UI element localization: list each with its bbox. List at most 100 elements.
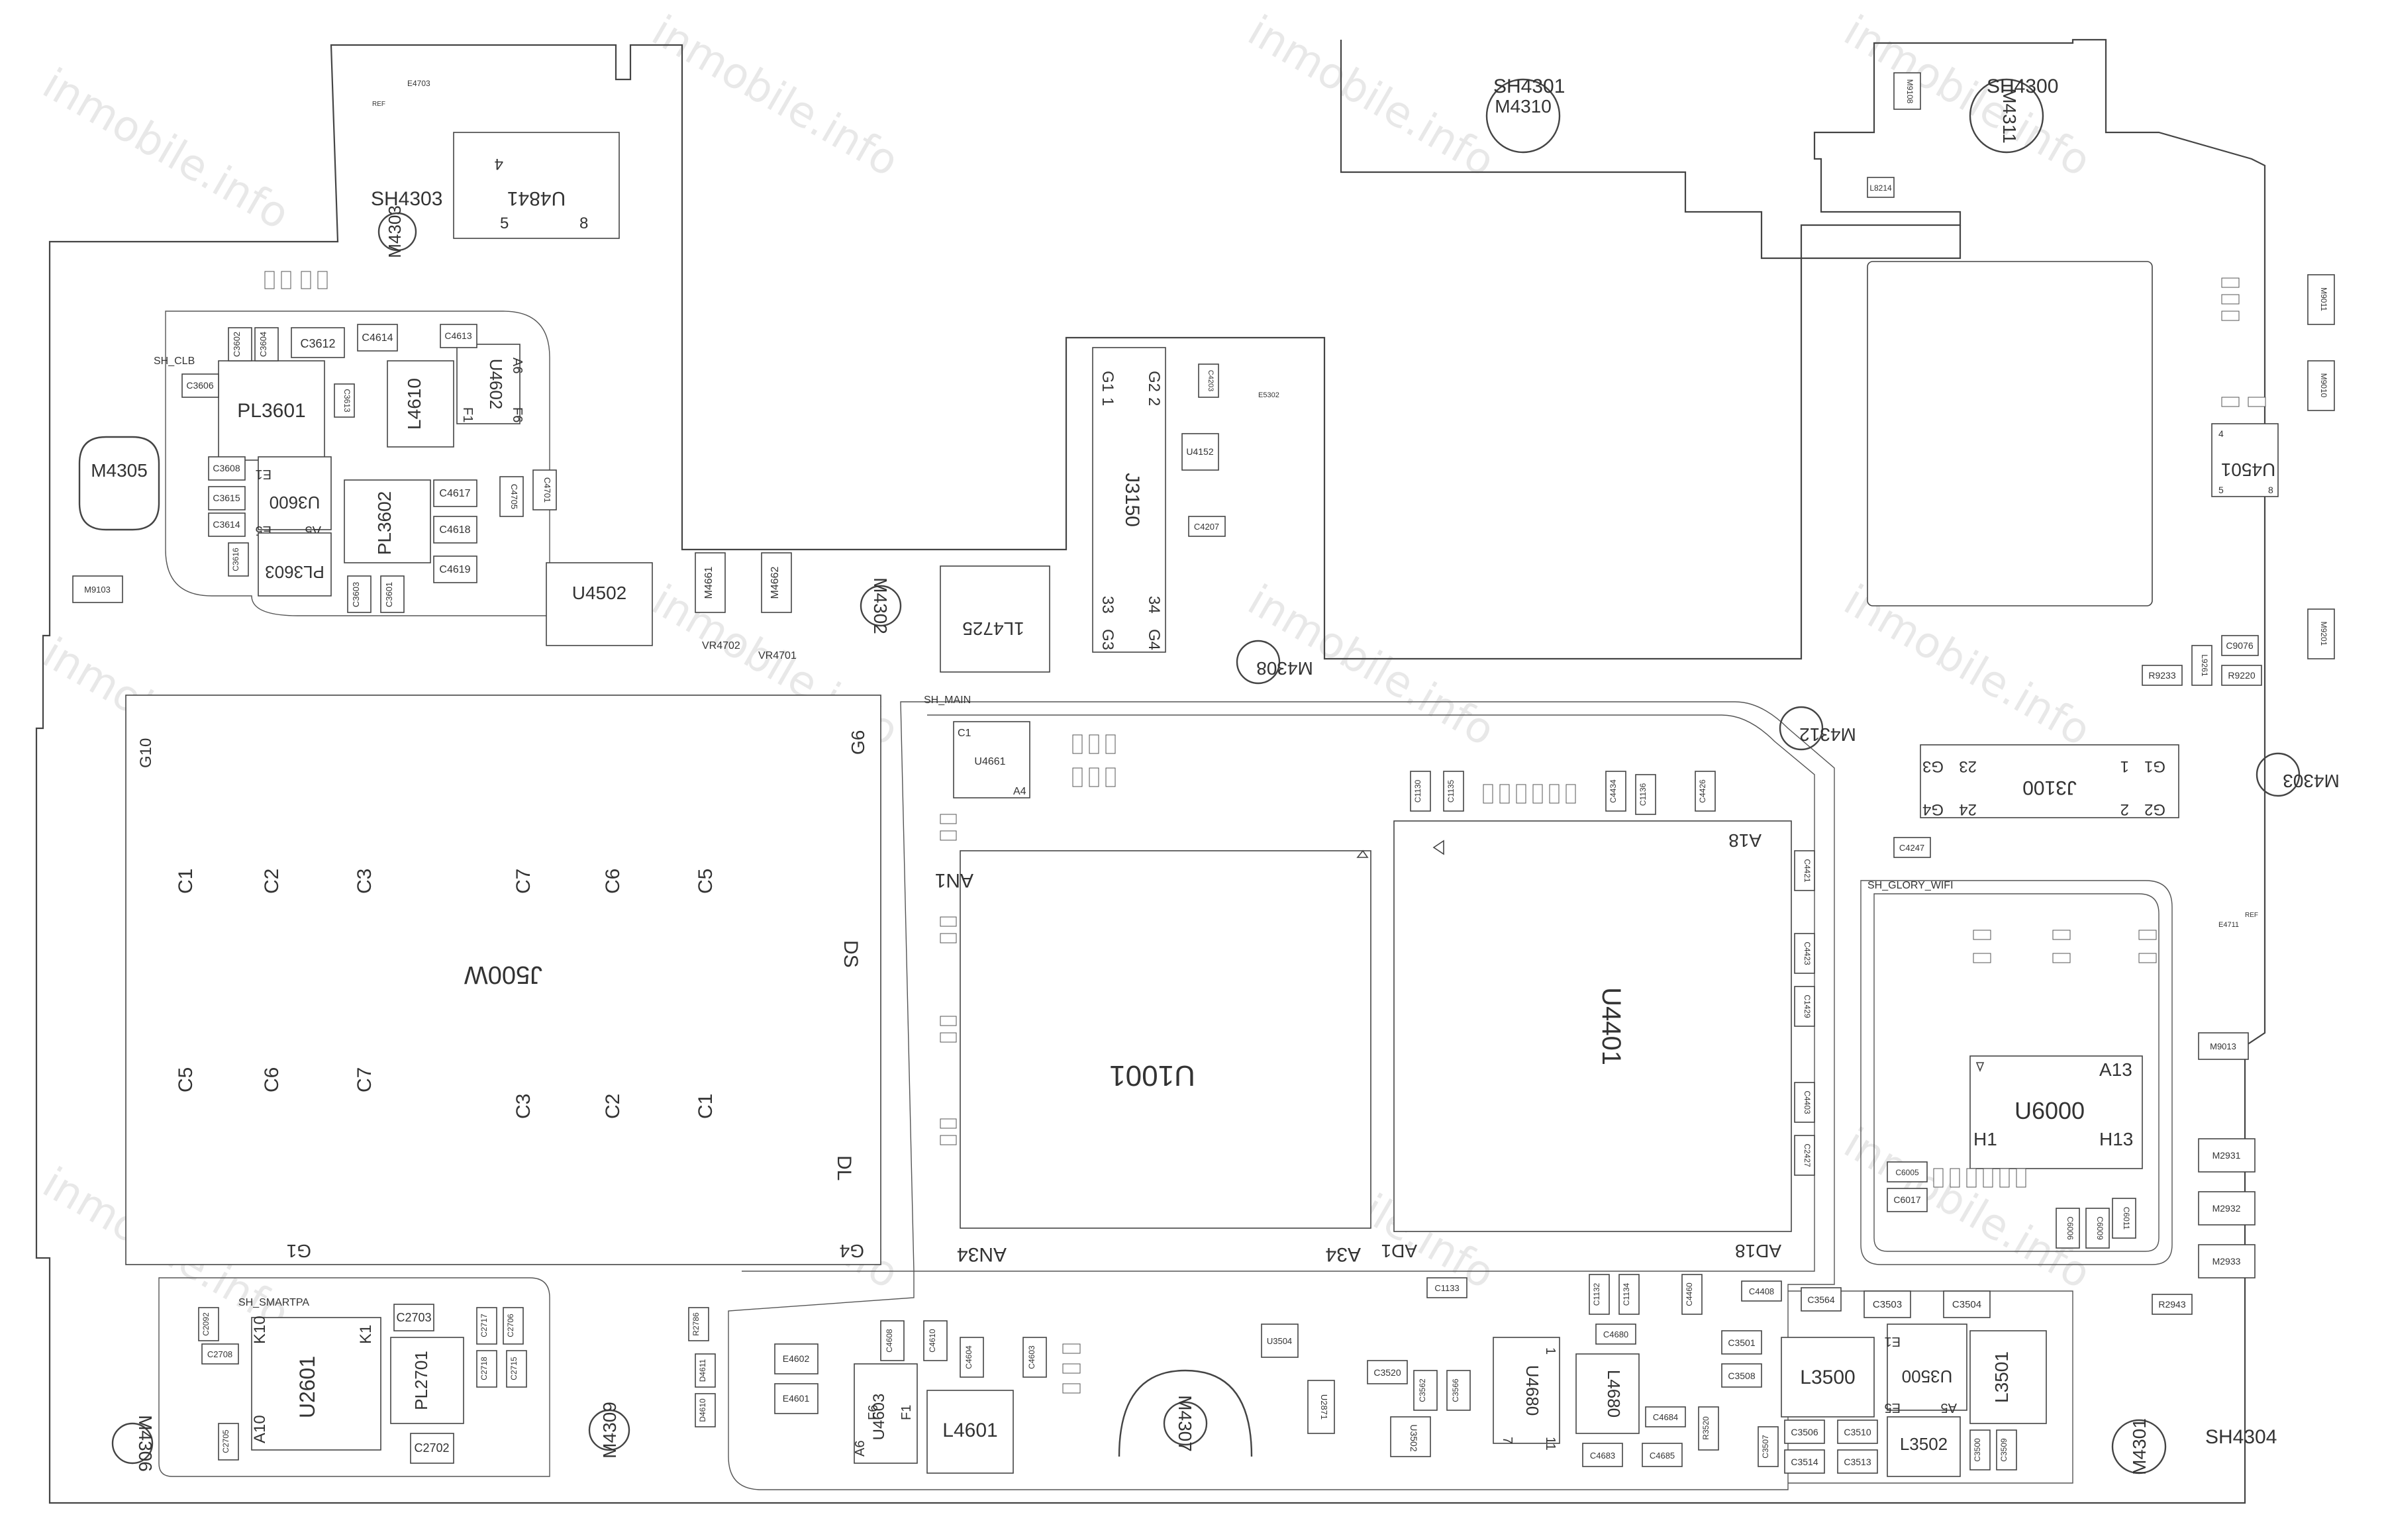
chip-u4661: U4661 C1 A4 — [953, 721, 1030, 798]
chip-label: U3600 — [270, 493, 321, 512]
pin-label: G4 — [1145, 629, 1163, 650]
pin-label: A5 — [1941, 1400, 1957, 1415]
part-c3500: C3500 — [1969, 1429, 1991, 1470]
passive — [1062, 1383, 1081, 1394]
chip-label: J3150 — [1121, 473, 1143, 527]
chip-body — [390, 1337, 464, 1424]
passive — [1062, 1363, 1081, 1374]
pin-label: C3 — [513, 1094, 534, 1119]
part-body — [1969, 1429, 1991, 1470]
chip-label: L4601 — [942, 1420, 997, 1441]
pin-label: 5 — [2218, 485, 2224, 495]
part-m9103: M9103 — [72, 575, 123, 603]
pin-label: A6 — [853, 1441, 868, 1457]
part-body — [880, 1320, 905, 1361]
part-body — [1698, 1406, 1719, 1451]
part-label: M9013 — [2210, 1041, 2236, 1051]
hole-ring — [1485, 78, 1561, 154]
shield-label-sh4300: SH4300 — [1987, 75, 2058, 97]
pin-label: C5 — [175, 1067, 197, 1092]
chip-label: U6000 — [2014, 1097, 2085, 1124]
part-body — [1022, 1337, 1047, 1378]
part-c2717: C2717 — [476, 1307, 497, 1345]
pin-label: 1 — [2120, 757, 2129, 775]
passive — [940, 916, 957, 927]
chip-label: J500W — [464, 961, 542, 988]
part-body — [695, 552, 726, 613]
pin-label: G2 — [2144, 800, 2165, 818]
hole-ring — [111, 1422, 154, 1465]
part-m2933: M2933 — [2198, 1244, 2256, 1278]
part-label: C4408 — [1749, 1286, 1774, 1296]
part-c4460: C4460 — [1681, 1274, 1703, 1315]
chip-label: J3100 — [2022, 777, 2077, 798]
pin-label: AN34 — [957, 1243, 1007, 1265]
pin-label: 1 — [1543, 1347, 1558, 1355]
part-label: C1135 — [1446, 779, 1456, 802]
chip-body — [1493, 1337, 1560, 1444]
part-c3602: C3602 — [228, 327, 252, 361]
part-body — [1794, 933, 1815, 974]
part-label: M2932 — [2212, 1203, 2241, 1214]
chip-u4602: U4602 A6 F6 F1 — [456, 344, 524, 424]
chip-label: U3504 — [1267, 1336, 1292, 1346]
part-label: C2092 — [201, 1312, 211, 1336]
pin-label: G3 — [1099, 629, 1117, 650]
part-c2702: C2702 — [410, 1433, 454, 1464]
part-label: C4613 — [444, 330, 472, 341]
part-label: M2931 — [2212, 1150, 2241, 1161]
hole-label: M4309 — [599, 1402, 620, 1459]
chip-body — [1390, 1416, 1431, 1457]
part-body — [2198, 1032, 2249, 1060]
part-label: C6011 — [2122, 1207, 2131, 1230]
chip-u4401: U4401 A18 AD1 AD18 — [1381, 820, 1792, 1261]
part-label: M9011 — [2319, 287, 2328, 311]
part-c2092: C2092 — [198, 1307, 219, 1341]
chip-body — [1920, 744, 2179, 818]
part-c3606: C3606 — [181, 373, 219, 398]
mounting-hole-m4305: M4305 — [78, 436, 160, 531]
pin-label: E1 — [1885, 1334, 1901, 1349]
pin-label: C7 — [354, 1067, 375, 1092]
pin-label: DL — [833, 1155, 855, 1180]
chip-label: PL3603 — [265, 562, 324, 582]
passive — [1072, 734, 1083, 754]
part-c4203: C4203 — [1198, 363, 1219, 398]
chip-l3501: L3501 — [1969, 1330, 2047, 1424]
part-c1134: C1134 — [1618, 1274, 1640, 1315]
pin-label: 1 — [1099, 397, 1117, 406]
hole-label: M4305 — [91, 460, 148, 481]
chip-body — [387, 360, 454, 448]
part-label: C3507 — [1761, 1435, 1770, 1459]
part-c3566: C3566 — [1446, 1370, 1471, 1411]
part-body — [1794, 986, 1815, 1027]
mounting-hole-m4309: M4309 — [588, 1402, 630, 1459]
part-label: C3501 — [1728, 1337, 1755, 1348]
passive — [940, 830, 957, 841]
passive — [940, 1118, 957, 1129]
mounting-hole-m4301: M4301 — [2111, 1418, 2167, 1475]
mounting-hole-m4303-right: M4303 — [2256, 752, 2340, 797]
pin-label: 34 — [1145, 596, 1163, 614]
shield-pad — [1867, 261, 2153, 606]
pin-label: AN1 — [935, 869, 973, 891]
chip-body — [251, 1317, 381, 1451]
chip-body — [258, 532, 332, 597]
part-label: C2718 — [479, 1357, 489, 1380]
part-c3616: C3616 — [228, 542, 249, 577]
part-body — [2112, 1198, 2136, 1239]
part-body — [254, 327, 279, 361]
chip-pl3601: PL3601 — [218, 360, 325, 461]
part-label-vr4702: VR4702 — [702, 640, 740, 651]
part-c3562: C3562 — [1413, 1370, 1438, 1411]
part-label: C3514 — [1791, 1457, 1818, 1467]
part-label: C4705 — [509, 484, 519, 509]
pin-label: 4 — [495, 155, 503, 173]
part-c1429: C1429 — [1794, 986, 1815, 1027]
part-body — [499, 476, 524, 517]
part-body — [1867, 177, 1895, 198]
part-body — [218, 1423, 239, 1461]
mounting-hole-m4303-top: M4303 — [377, 205, 417, 258]
chip-label: U3502 — [1409, 1424, 1419, 1451]
